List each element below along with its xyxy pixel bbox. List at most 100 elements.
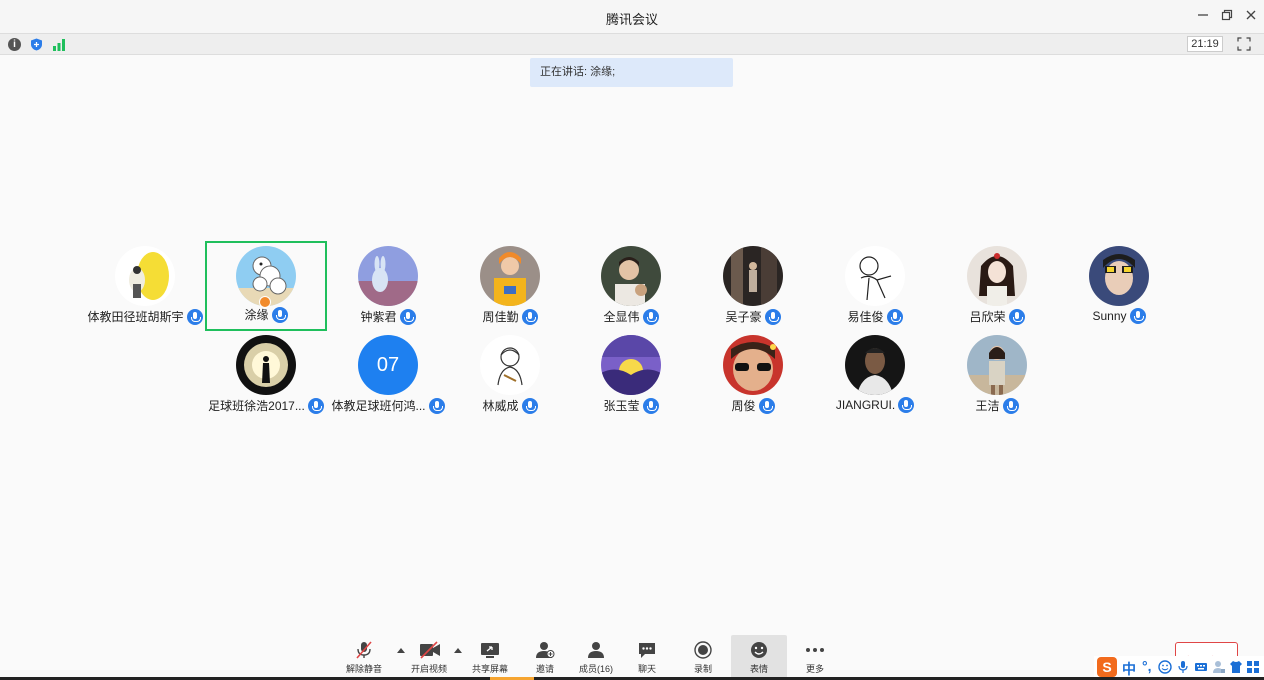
microphone-icon	[521, 309, 538, 325]
info-icon[interactable]: i	[8, 38, 21, 51]
share-screen-button[interactable]: 共享屏幕	[462, 635, 518, 679]
more-button[interactable]: 更多	[787, 635, 843, 679]
record-button[interactable]: 录制	[675, 635, 731, 679]
participant-tile[interactable]: 吴子豪	[692, 243, 814, 333]
taskbar-edge	[0, 677, 1264, 680]
microphone-icon	[271, 307, 288, 323]
microphone-icon	[1129, 308, 1146, 324]
meeting-clock: 21:19	[1187, 36, 1223, 52]
participant-tile[interactable]: 易佳俊	[814, 243, 936, 333]
sogou-logo-icon[interactable]: S	[1097, 657, 1117, 677]
invite-button[interactable]: 邀请	[517, 635, 573, 679]
share-screen-icon	[480, 641, 500, 659]
unmute-button[interactable]: 解除静音	[336, 635, 392, 679]
glasses-avatar	[1089, 246, 1149, 306]
participant-tile[interactable]: 体教田径班胡斯宇	[84, 243, 206, 333]
participant-name: 体教田径班胡斯宇	[87, 310, 184, 324]
status-bar: i 21:19	[0, 33, 1264, 55]
record-icon	[693, 641, 713, 659]
participant-name: 吴子豪	[725, 310, 762, 324]
fullscreen-icon[interactable]	[1237, 37, 1251, 51]
start-video-button[interactable]: 开启视频	[401, 635, 457, 679]
microphone-icon	[521, 398, 538, 414]
restore-icon[interactable]	[1218, 8, 1236, 26]
microphone-icon	[642, 309, 659, 325]
chat-icon	[637, 641, 657, 659]
participant-tile[interactable]: JIANGRUI.	[814, 332, 936, 422]
ime-toolbox-icon[interactable]	[1246, 660, 1260, 674]
host-badge-icon	[259, 296, 271, 308]
microphone-icon	[186, 309, 203, 325]
participant-name: 全显伟	[603, 310, 640, 324]
signal-strength-icon[interactable]	[52, 38, 65, 51]
participant-name: 吕欣荣	[969, 310, 1006, 324]
camera-off-icon	[419, 641, 440, 659]
man-photo-avatar	[601, 246, 661, 306]
participant-name: JIANGRUI.	[835, 398, 896, 412]
lemon-avatar	[115, 246, 175, 306]
video-options-caret-icon[interactable]	[454, 648, 462, 653]
meeting-toolbar: 解除静音 开启视频 共享屏幕 邀请 成员(16)	[0, 630, 1264, 680]
speaking-indicator: 正在讲话: 涂缘;	[530, 58, 733, 87]
security-shield-icon[interactable]	[30, 38, 43, 51]
microphone-icon	[307, 398, 324, 414]
participant-name: 涂缘	[244, 308, 269, 322]
participant-tile[interactable]: 吕欣荣	[936, 243, 1058, 333]
participant-tile[interactable]: 足球班徐浩2017...	[205, 332, 327, 422]
participant-name: 张玉莹	[603, 399, 640, 413]
woman-photo-avatar	[967, 335, 1027, 395]
participant-tile[interactable]: 07 体教足球班何鸿...	[327, 332, 449, 422]
window-title: 腾讯会议	[605, 12, 658, 27]
chat-button[interactable]: 聊天	[619, 635, 675, 679]
audio-options-caret-icon[interactable]	[397, 648, 405, 653]
participant-tile-active-speaker[interactable]: 涂缘	[205, 241, 327, 331]
microphone-icon	[1008, 309, 1025, 325]
members-button[interactable]: 成员(16)	[568, 635, 624, 679]
microphone-muted-icon	[354, 641, 374, 659]
microphone-icon	[399, 309, 416, 325]
minimize-icon[interactable]	[1194, 8, 1212, 26]
microphone-icon	[1002, 398, 1019, 414]
rabbit-avatar	[358, 246, 418, 306]
emoji-button[interactable]: 表情	[731, 635, 787, 679]
participant-tile[interactable]: Sunny	[1058, 243, 1180, 333]
microphone-icon	[428, 398, 445, 414]
portrait-avatar	[845, 335, 905, 395]
participant-name: 林威成	[482, 399, 519, 413]
ime-user-icon[interactable]	[1212, 660, 1226, 674]
close-icon[interactable]	[1242, 8, 1260, 26]
number-avatar: 07	[358, 335, 418, 395]
emoji-icon	[749, 641, 769, 659]
participant-tile[interactable]: 周佳勤	[449, 243, 571, 333]
sunglasses-avatar	[723, 335, 783, 395]
title-bar: 腾讯会议	[0, 0, 1264, 33]
ime-skin-icon[interactable]	[1229, 660, 1243, 674]
sunset-avatar	[601, 335, 661, 395]
participant-tile[interactable]: 周俊	[692, 332, 814, 422]
ime-voice-icon[interactable]	[1176, 660, 1190, 674]
participant-tile[interactable]: 张玉莹	[570, 332, 692, 422]
participant-name: 周佳勤	[482, 310, 519, 324]
participant-tile[interactable]: 钟紫君	[327, 243, 449, 333]
microphone-icon	[764, 309, 781, 325]
ime-punctuation-mode[interactable]: °,	[1142, 658, 1152, 674]
participant-tile[interactable]: 林威成	[449, 332, 571, 422]
ime-toolbar: S 中 °,	[1094, 656, 1264, 680]
participant-name: Sunny	[1092, 309, 1127, 323]
ime-chinese-mode[interactable]: 中	[1122, 661, 1136, 677]
ime-emoji-icon[interactable]	[1158, 660, 1172, 674]
participant-tile[interactable]: 全显伟	[570, 243, 692, 333]
participant-name: 体教足球班何鸿...	[331, 399, 426, 413]
sketch-avatar	[845, 246, 905, 306]
participant-name: 钟紫君	[360, 310, 397, 324]
microphone-icon	[642, 398, 659, 414]
street-photo-avatar	[723, 246, 783, 306]
participant-tile[interactable]: 王洁	[936, 332, 1058, 422]
microphone-icon	[898, 397, 915, 413]
princess-avatar	[967, 246, 1027, 306]
participant-name: 王洁	[975, 399, 1000, 413]
ime-keyboard-icon[interactable]	[1194, 660, 1208, 674]
poodle-avatar	[236, 246, 296, 306]
more-icon	[805, 641, 825, 659]
